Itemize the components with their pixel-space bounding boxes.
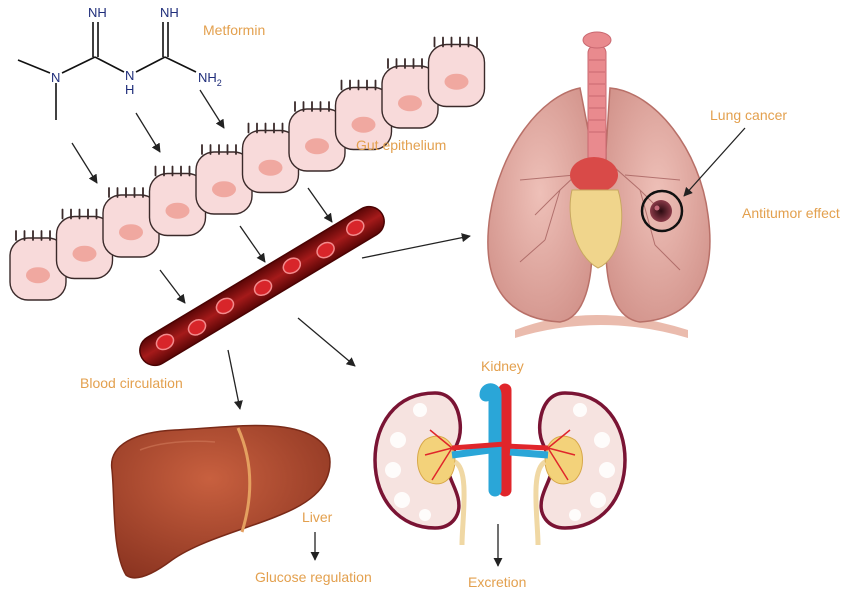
label-liver: Liver (302, 509, 333, 525)
atom-nh2: NH2 (198, 70, 222, 88)
liver (110, 424, 331, 579)
gut-cell (427, 36, 486, 108)
blood-vessel (139, 205, 385, 367)
gut-cell (9, 230, 67, 301)
label-kidney: Kidney (481, 358, 524, 374)
gut-cell (195, 144, 253, 215)
gut-cell (148, 165, 207, 237)
red-blood-cells (155, 219, 365, 351)
arrow-gut-to-blood-1 (159, 269, 186, 304)
atom-h-bridge: H (125, 82, 134, 97)
gut-cell-row (9, 36, 486, 301)
label-excretion: Excretion (468, 574, 526, 590)
red-blood-cell (316, 241, 335, 259)
label-metformin: Metformin (203, 22, 265, 38)
label-glucose-regulation: Glucose regulation (255, 569, 372, 585)
red-blood-cell (155, 333, 175, 351)
label-gut-epithelium: Gut epithelium (356, 137, 446, 153)
arrow-blood-to-liver (227, 349, 243, 410)
red-blood-cell (345, 219, 365, 236)
lungs (487, 31, 711, 338)
atom-n-bridge: N (125, 68, 134, 83)
arrow-gut-to-blood-3 (307, 187, 333, 223)
label-antitumor-effect: Antitumor effect (742, 205, 840, 221)
atom-nh-1: NH (88, 5, 107, 20)
kidneys (373, 383, 627, 546)
arrow-to-tumor (683, 127, 746, 197)
metformin-structure: NH NH N N H NH2 (17, 5, 222, 120)
pathway-arrows (71, 89, 746, 567)
arrow-blood-to-kidney (297, 317, 356, 367)
atom-n-dimethyl: N (51, 70, 60, 85)
arrow-metformin-to-gut-1 (71, 142, 98, 184)
arrow-metformin-to-gut-2 (135, 112, 161, 153)
arrow-gut-to-blood-2 (239, 225, 266, 263)
label-blood-circulation: Blood circulation (80, 375, 183, 391)
red-blood-cell (253, 279, 273, 297)
gut-cell (241, 122, 300, 194)
gut-cell (288, 101, 346, 172)
label-lung-cancer: Lung cancer (710, 107, 787, 123)
arrow-blood-to-lung (361, 233, 471, 259)
gut-epithelium (9, 36, 486, 301)
atom-nh-2: NH (160, 5, 179, 20)
arrow-metformin-to-gut-3 (199, 89, 225, 129)
gut-cell (102, 187, 160, 258)
red-blood-cell (215, 297, 235, 315)
red-blood-cell (187, 319, 207, 336)
red-blood-cell (282, 257, 302, 275)
